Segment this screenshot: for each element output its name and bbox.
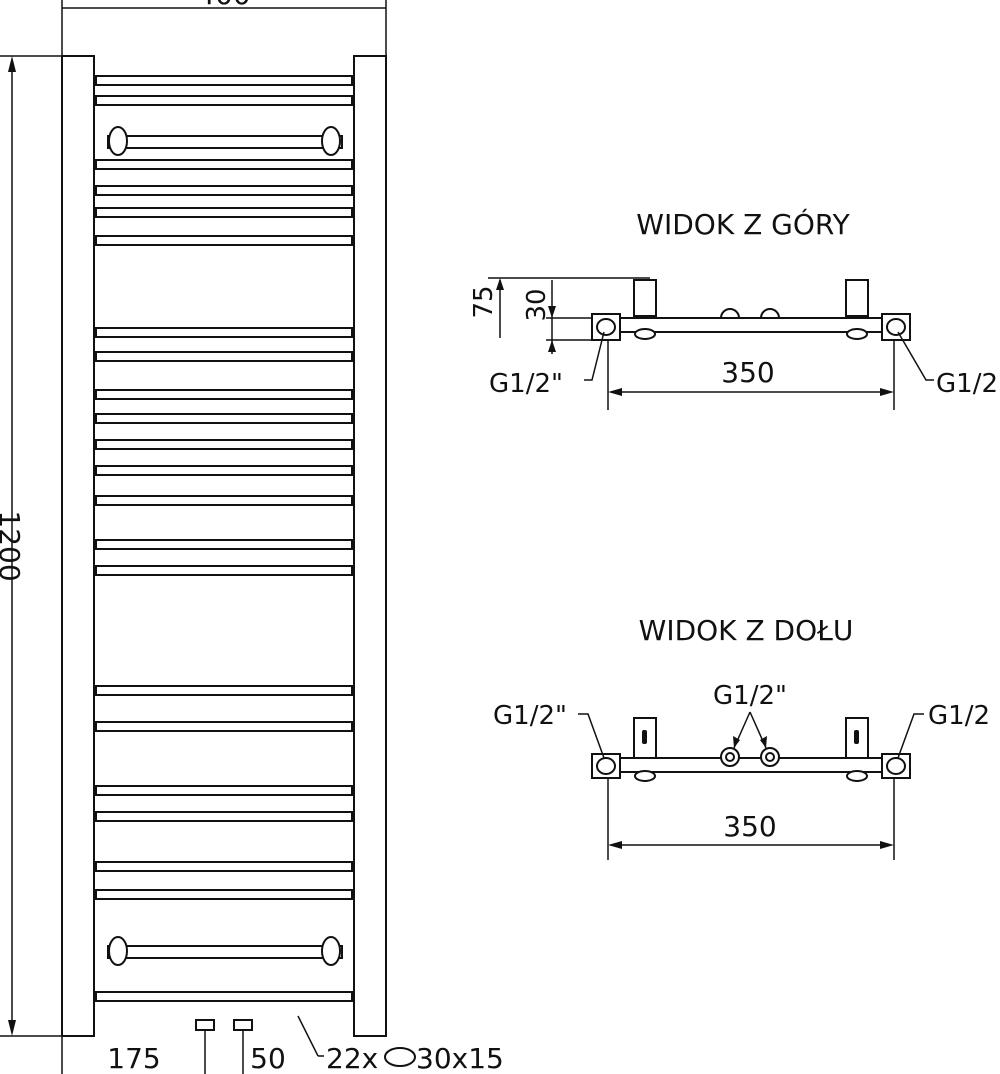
mount-foot-left xyxy=(634,328,656,340)
bracket-bar xyxy=(107,135,343,149)
rung xyxy=(95,565,353,576)
rung xyxy=(95,539,353,550)
mount-foot-right xyxy=(846,328,868,340)
left-collector xyxy=(61,55,95,1037)
height-arrow-bottom xyxy=(8,1020,16,1036)
rung xyxy=(95,327,353,338)
mount-slot-left xyxy=(642,730,647,744)
rung xyxy=(95,861,353,872)
rung xyxy=(95,185,353,196)
bottom-connection-right-label: G1/2 xyxy=(928,701,990,731)
bottom-inlet-left-bore xyxy=(725,752,735,762)
depth-75-arrow xyxy=(496,278,504,290)
leader-right xyxy=(897,713,924,759)
height-dimension-label: 1200 xyxy=(0,510,26,581)
depth-30-arrow-top xyxy=(548,306,556,318)
inlet-right xyxy=(233,1019,253,1031)
rung xyxy=(95,721,353,732)
bracket-mount-right xyxy=(321,126,341,156)
mount-foot-right xyxy=(846,770,868,782)
inlet-spacing-label: 50 xyxy=(250,1042,286,1074)
bottom-inlet-left xyxy=(720,747,740,767)
front-view: 400 1200 xyxy=(0,0,504,1074)
spacing-arrow-left xyxy=(608,388,622,396)
spacing-arrow-right xyxy=(880,841,894,849)
heating-rungs xyxy=(95,75,353,1002)
bracket-mount-left xyxy=(108,126,128,156)
bottom-view-title: WIDOK Z DOŁU xyxy=(639,614,854,647)
inlet-left xyxy=(195,1019,215,1031)
bracket-bar xyxy=(107,945,343,959)
width-dimension-label: 400 xyxy=(197,0,250,11)
connection-circle-right xyxy=(886,757,906,775)
rung xyxy=(95,889,353,900)
rung xyxy=(95,235,353,246)
right-collector xyxy=(353,55,387,1037)
tube-count-label: 22x xyxy=(326,1042,378,1074)
rung xyxy=(95,685,353,696)
top-view: WIDOK Z GÓRY 75 30 350 G1/2" xyxy=(469,207,998,410)
leader-left xyxy=(578,713,605,759)
depth-30-arrow-bottom xyxy=(548,340,556,352)
rung xyxy=(95,495,353,506)
center-arrow-right xyxy=(760,736,767,748)
top-view-title: WIDOK Z GÓRY xyxy=(636,207,850,241)
wall-mount-right xyxy=(845,279,869,317)
rung xyxy=(95,75,353,86)
mount-foot-left xyxy=(634,770,656,782)
connection-circle-left xyxy=(596,318,616,336)
rung xyxy=(95,389,353,400)
rung xyxy=(95,207,353,218)
tube-size-label: 30x15 xyxy=(416,1042,504,1074)
rung xyxy=(95,159,353,170)
bottom-inlet-right-bore xyxy=(765,752,775,762)
leader-left xyxy=(584,331,605,381)
valve-stub-left xyxy=(720,308,740,319)
spacing-arrow-left xyxy=(608,841,622,849)
top-connection-right-label: G1/2 xyxy=(936,369,998,399)
bracket-mount-left xyxy=(108,936,128,966)
leader-right xyxy=(897,331,934,381)
connection-circle-right xyxy=(886,318,906,336)
inlet-offset-label: 175 xyxy=(107,1042,160,1074)
wall-bracket-bottom xyxy=(107,936,343,966)
rung xyxy=(95,785,353,796)
rung xyxy=(95,811,353,822)
depth-30-label: 30 xyxy=(522,288,552,321)
mount-slot-right xyxy=(854,730,859,744)
wall-mount-left xyxy=(633,279,657,317)
rung xyxy=(95,95,353,106)
center-arrow-left xyxy=(733,736,740,748)
bottom-view: WIDOK Z DOŁU G1/2" G1/2" G1/2 xyxy=(493,614,990,860)
bracket-mount-right xyxy=(321,936,341,966)
oval-profile-icon xyxy=(384,1047,416,1067)
rung xyxy=(95,413,353,424)
rung xyxy=(95,465,353,476)
wall-bracket-top xyxy=(107,126,343,156)
depth-75-label: 75 xyxy=(469,285,499,318)
height-arrow-top xyxy=(8,56,16,72)
rung xyxy=(95,991,353,1002)
top-spacing-label: 350 xyxy=(721,356,774,389)
bottom-connection-left-label: G1/2" xyxy=(493,701,567,731)
rung xyxy=(95,439,353,450)
bottom-spacing-label: 350 xyxy=(723,810,776,843)
tube-spec-leader xyxy=(297,1015,319,1057)
bottom-connection-center-label: G1/2" xyxy=(713,681,787,711)
connection-circle-left xyxy=(596,757,616,775)
spacing-arrow-right xyxy=(880,388,894,396)
top-connection-left-label: G1/2" xyxy=(489,369,563,399)
bottom-inlet-right xyxy=(760,747,780,767)
radiator-bottom-outline xyxy=(605,757,897,773)
valve-stub-right xyxy=(760,308,780,319)
rung xyxy=(95,351,353,362)
